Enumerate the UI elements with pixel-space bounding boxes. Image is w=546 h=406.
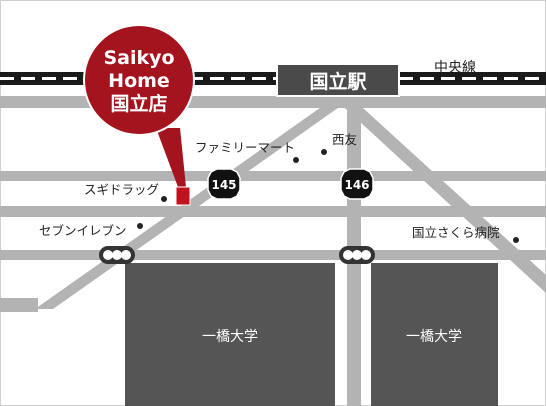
landmark-seven: セブンイレブン <box>39 223 143 238</box>
landmark-dot <box>513 237 519 243</box>
landmark-familymart: ファミリーマート <box>195 140 299 163</box>
callout-pointer <box>156 128 186 187</box>
landmark-label: 西友 <box>332 132 357 147</box>
store-location-marker[interactable] <box>175 186 191 206</box>
road-mid <box>0 171 546 181</box>
road-south <box>0 206 546 217</box>
road-fujimi-dori <box>334 98 546 293</box>
route-number: 146 <box>344 178 369 192</box>
landmark-label: 国立さくら病院 <box>412 225 500 240</box>
road-north <box>0 96 546 108</box>
landmark-label: ファミリーマート <box>195 140 295 155</box>
road-asahi-west <box>0 298 38 312</box>
landmark-label: セブンイレブン <box>39 223 127 238</box>
route-shield-145: 145 <box>207 168 241 200</box>
store-callout: Saikyo Home 国立店 <box>83 24 195 187</box>
landmark-nishi: 西友 <box>321 132 357 155</box>
route-shield-146: 146 <box>340 168 374 200</box>
route-shield-shape <box>207 168 241 200</box>
route-shield-shape <box>340 168 374 200</box>
station-box <box>276 63 400 97</box>
landmark-dot <box>321 149 327 155</box>
landmark-sugi: スギドラッグ <box>84 182 167 202</box>
callout-bubble <box>83 24 195 136</box>
landmark-dot <box>161 196 167 202</box>
signal-light <box>352 250 362 260</box>
traffic-signal-west <box>99 246 135 264</box>
signal-light <box>103 250 113 260</box>
store-name-line1: Saikyo <box>103 47 174 69</box>
landmark-dot <box>293 157 299 163</box>
landmark-label: スギドラッグ <box>84 182 159 197</box>
signal-light <box>343 250 353 260</box>
campus-label-east: 一橋大学 <box>406 329 462 345</box>
rail-line-label: 中央線 <box>434 60 476 76</box>
route-number: 145 <box>211 178 236 192</box>
signal-light <box>121 250 131 260</box>
signal-light <box>361 250 371 260</box>
road-campus-edge <box>0 250 546 260</box>
store-name-line2: Home <box>108 70 170 92</box>
campus-block-west <box>125 263 335 406</box>
store-name-line3: 国立店 <box>110 92 167 115</box>
campus-block-east <box>371 263 498 406</box>
landmark-hospital: 国立さくら病院 <box>412 225 519 243</box>
campus-label-west: 一橋大学 <box>202 329 258 345</box>
landmark-dot <box>137 223 143 229</box>
traffic-signal-east <box>339 246 375 264</box>
station-name: 国立駅 <box>309 70 367 93</box>
signal-light <box>112 250 122 260</box>
